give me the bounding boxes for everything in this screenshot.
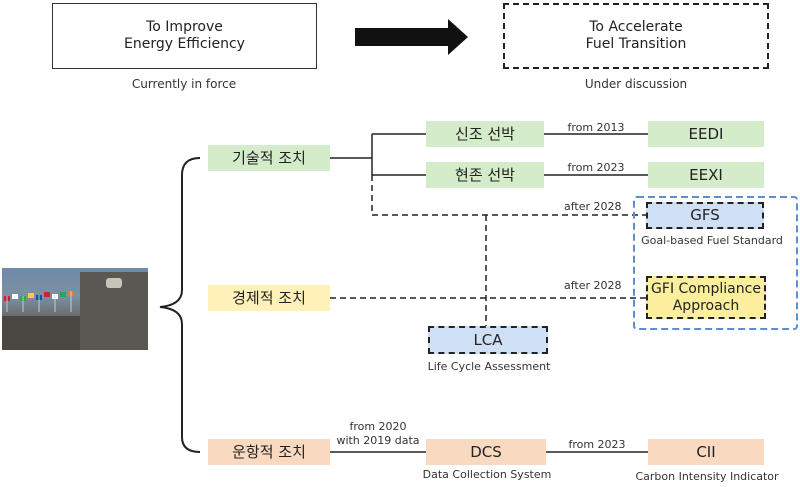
new-ships-box: 신조 선박 <box>426 121 544 147</box>
economic-measures-box: 경제적 조치 <box>208 285 330 311</box>
operational-measures-box: 운항적 조치 <box>208 439 330 465</box>
cii-caption: Carbon Intensity Indicator <box>635 470 779 483</box>
transition-arrow <box>355 19 468 55</box>
gfs-after-label: after 2028 <box>564 200 622 213</box>
imo-building-photo <box>2 268 148 350</box>
eedi-from-label: from 2013 <box>567 121 625 134</box>
lca-box: LCA <box>428 326 548 354</box>
gfs-caption: Goal-based Fuel Standard <box>641 234 783 247</box>
eexi-from-label: from 2023 <box>567 161 625 174</box>
lca-caption: Life Cycle Assessment <box>427 360 551 373</box>
eedi-box: EEDI <box>648 121 764 147</box>
cii-box: CII <box>648 439 764 465</box>
technical-measures-box: 기술적 조치 <box>208 145 330 171</box>
dcs-caption: Data Collection System <box>422 468 552 481</box>
under-discussion-caption: Under discussion <box>584 77 688 91</box>
existing-ships-box: 현존 선박 <box>426 162 544 188</box>
measures-bracket <box>159 157 201 453</box>
dcs-from-label-line2: with 2019 data <box>336 434 420 447</box>
gfs-box: GFS <box>646 202 764 229</box>
dcs-box: DCS <box>426 439 546 465</box>
currently-in-force-caption: Currently in force <box>131 77 237 91</box>
cii-from-label: from 2023 <box>568 438 626 451</box>
fuel-transition-box: To Accelerate Fuel Transition <box>503 3 769 69</box>
eexi-box: EEXI <box>648 162 764 188</box>
gfi-after-label: after 2028 <box>564 279 622 292</box>
future-measures-group <box>633 196 798 330</box>
dcs-from-label-line1: from 2020 <box>349 420 407 433</box>
energy-efficiency-box: To Improve Energy Efficiency <box>52 3 317 69</box>
gfi-compliance-box: GFI Compliance Approach <box>646 276 766 319</box>
